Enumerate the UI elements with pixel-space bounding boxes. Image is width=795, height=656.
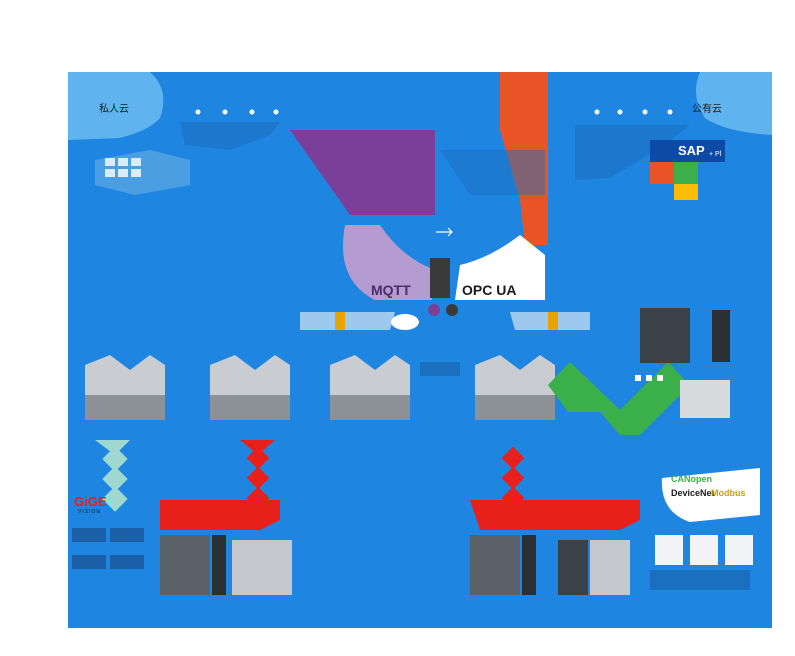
gige-sub: VISION bbox=[78, 509, 101, 515]
devicenet-logo: DeviceNet bbox=[671, 488, 715, 498]
left-cable bbox=[300, 312, 395, 330]
private-cloud-shape bbox=[68, 72, 164, 140]
controller-box bbox=[680, 380, 730, 418]
canopen-logo: CANopen bbox=[671, 474, 712, 484]
sap-sub: + Pl bbox=[709, 151, 722, 158]
gige-logo: GiGE bbox=[74, 494, 107, 509]
purple-band bbox=[290, 130, 435, 215]
green-link-dots bbox=[635, 375, 663, 381]
private-cloud-dots bbox=[195, 109, 279, 115]
green-link bbox=[548, 362, 690, 435]
protocol-connector bbox=[430, 258, 450, 298]
public-cloud-link bbox=[575, 125, 690, 180]
gateway-row bbox=[85, 355, 555, 420]
opcua-panel bbox=[455, 235, 545, 300]
opcua-node bbox=[446, 304, 458, 316]
private-cloud-label: 私人云 bbox=[99, 104, 129, 115]
center-block bbox=[440, 150, 545, 195]
right-controllers bbox=[640, 308, 730, 418]
fieldbus-logo-panel bbox=[661, 468, 760, 522]
mqtt-logo: MQTT bbox=[371, 282, 411, 298]
server-grid-icon bbox=[105, 158, 141, 177]
left-cable-band bbox=[335, 312, 345, 330]
gateway-2 bbox=[210, 355, 290, 420]
tile-orange bbox=[650, 162, 674, 184]
private-cloud-link bbox=[180, 122, 280, 150]
tile-yellow bbox=[674, 184, 698, 200]
opcua-logo: OPC UA bbox=[462, 282, 517, 298]
private-cloud-group bbox=[68, 72, 280, 195]
tile-blue bbox=[698, 162, 722, 184]
controller-cabinet bbox=[640, 308, 690, 363]
gateway-connector bbox=[420, 362, 460, 376]
public-cloud-label: 公有云 bbox=[692, 104, 722, 115]
public-cloud-group bbox=[575, 72, 772, 200]
gateway-1 bbox=[85, 355, 165, 420]
public-cloud-dots bbox=[594, 109, 673, 115]
teal-chain bbox=[95, 440, 130, 512]
sap-logo-box bbox=[650, 140, 725, 162]
gateway-3 bbox=[330, 355, 410, 420]
controller-module bbox=[712, 310, 730, 362]
right-cable-band bbox=[548, 312, 558, 330]
plc-left bbox=[160, 535, 292, 595]
red-chain-right bbox=[470, 446, 640, 530]
public-cloud-shape bbox=[696, 72, 772, 135]
gateway-4 bbox=[475, 355, 555, 420]
field-devices bbox=[650, 535, 753, 590]
mqtt-panel bbox=[343, 225, 432, 300]
cameras bbox=[72, 528, 144, 569]
sap-logo: SAP bbox=[678, 143, 705, 158]
mqtt-node bbox=[428, 304, 440, 316]
tile-green bbox=[674, 162, 698, 184]
modbus-logo: Modbus bbox=[711, 488, 746, 498]
cable-links bbox=[300, 312, 590, 330]
exchange-arrow-icon bbox=[436, 227, 453, 237]
plc-right bbox=[470, 535, 630, 595]
center-cable-node bbox=[391, 314, 419, 330]
protocol-group bbox=[343, 225, 545, 316]
